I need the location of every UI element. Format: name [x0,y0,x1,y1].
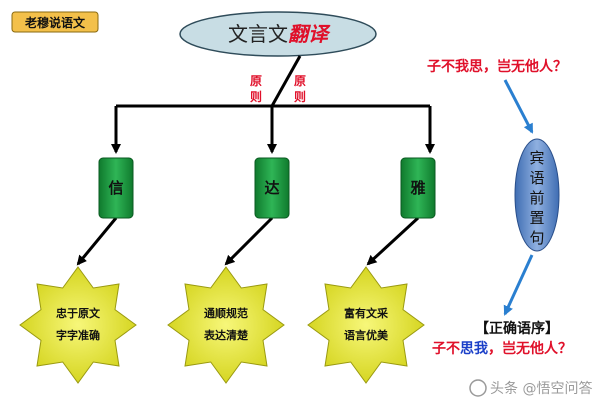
oval-char-4: 置 [529,209,544,227]
star-ya: 富有文采 语言优美 [307,266,425,384]
box-xin-label: 信 [108,179,123,197]
title-emphasis: 翻译 [288,22,331,46]
principle-label-2-bottom: 则 [294,90,306,104]
correct-part-3: ，岂无他人？ [488,340,572,357]
title-text: 文言文翻译 [228,22,331,46]
star-da: 通顺规范 表达清楚 [167,266,285,384]
watermark-label: 头条 @悟空问答 [490,380,592,397]
principle-label-1: 原 则 [250,74,262,104]
star-ya-line1: 富有文采 [344,306,389,320]
star-da-line1: 通顺规范 [204,306,248,320]
principle-label-2-top: 原 [294,74,306,88]
title-main: 文言文 [228,22,288,46]
watermark-logo-icon [469,379,487,397]
oval-char-1: 宾 [529,149,544,167]
arrow-from-oval [503,254,534,316]
principle-label-2: 原 则 [294,74,306,104]
box-da: 达 [254,157,290,219]
star-da-shape [167,266,285,384]
title-stem-line [270,55,302,107]
title-node: 文言文翻译 [179,11,377,57]
arrow-da-to-star [224,216,274,266]
author-badge-label: 老穆说语文 [25,15,86,30]
watermark: 头条 @悟空问答 [469,379,592,397]
box-ya: 雅 [400,157,436,219]
correct-order-sentence: 子不思我，岂无他人？ [432,340,572,357]
connector-lines [76,55,435,266]
correct-part-2: 思我 [460,341,488,357]
oval-char-2: 语 [529,169,544,187]
correct-part-1: 子不 [432,341,460,357]
star-da-line2: 表达清楚 [203,328,249,342]
star-xin: 忠于原文 字字准确 [19,266,137,384]
inverted-object-oval: 宾 语 前 置 句 [514,138,560,252]
box-ya-label: 雅 [409,179,425,197]
oval-char-3: 前 [529,189,544,207]
star-xin-shape [19,266,137,384]
box-xin: 信 [98,157,134,219]
box-da-label: 达 [264,179,279,197]
principle-label-1-bottom: 则 [250,90,262,104]
principle-label-1-top: 原 [250,74,262,88]
example-original-sentence: 子不我思，岂无他人？ [427,58,567,75]
arrow-ya-to-star [366,216,420,266]
oval-char-5: 句 [529,229,544,247]
arrow-xin-to-star [76,217,118,266]
star-ya-line2: 语言优美 [344,328,389,342]
arrow-to-oval [503,79,534,134]
author-badge: 老穆说语文 [11,11,99,33]
star-ya-shape [307,266,425,384]
correct-order-heading: 【正确语序】 [475,320,559,337]
star-xin-line2: 字字准确 [56,328,100,342]
star-xin-line1: 忠于原文 [56,306,101,320]
